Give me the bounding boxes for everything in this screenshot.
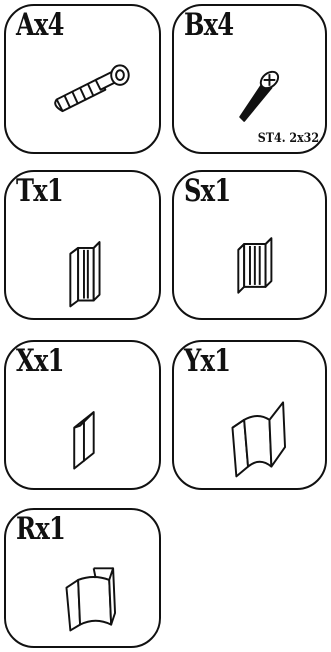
- part-card-b: Bx4 ST4. 2x32: [172, 4, 327, 154]
- part-card-s: Sx1: [172, 170, 327, 320]
- part-label-t: Tx1: [16, 173, 64, 209]
- x-bracket-icon: [73, 411, 95, 470]
- part-card-r: Rx1: [4, 508, 161, 648]
- t-connector-icon: [69, 241, 101, 308]
- s-connector-icon: [237, 237, 273, 294]
- screw-icon: [239, 70, 280, 122]
- part-label-r: Rx1: [16, 511, 66, 547]
- part-label-b: Bx4: [184, 7, 234, 43]
- part-card-y: Yx1: [172, 340, 327, 490]
- screw-spec-label: ST4. 2x32: [257, 131, 319, 146]
- anchor-bolt-icon: [54, 64, 130, 113]
- part-label-x: Xx1: [16, 343, 64, 379]
- part-card-x: Xx1: [4, 340, 161, 490]
- part-label-y: Yx1: [184, 343, 231, 379]
- part-card-a: Ax4: [4, 4, 161, 154]
- part-card-t: Tx1: [4, 170, 161, 320]
- part-label-a: Ax4: [16, 7, 64, 43]
- r-bracket-icon: [65, 567, 117, 632]
- part-label-s: Sx1: [184, 173, 231, 209]
- y-bracket-icon: [231, 401, 286, 478]
